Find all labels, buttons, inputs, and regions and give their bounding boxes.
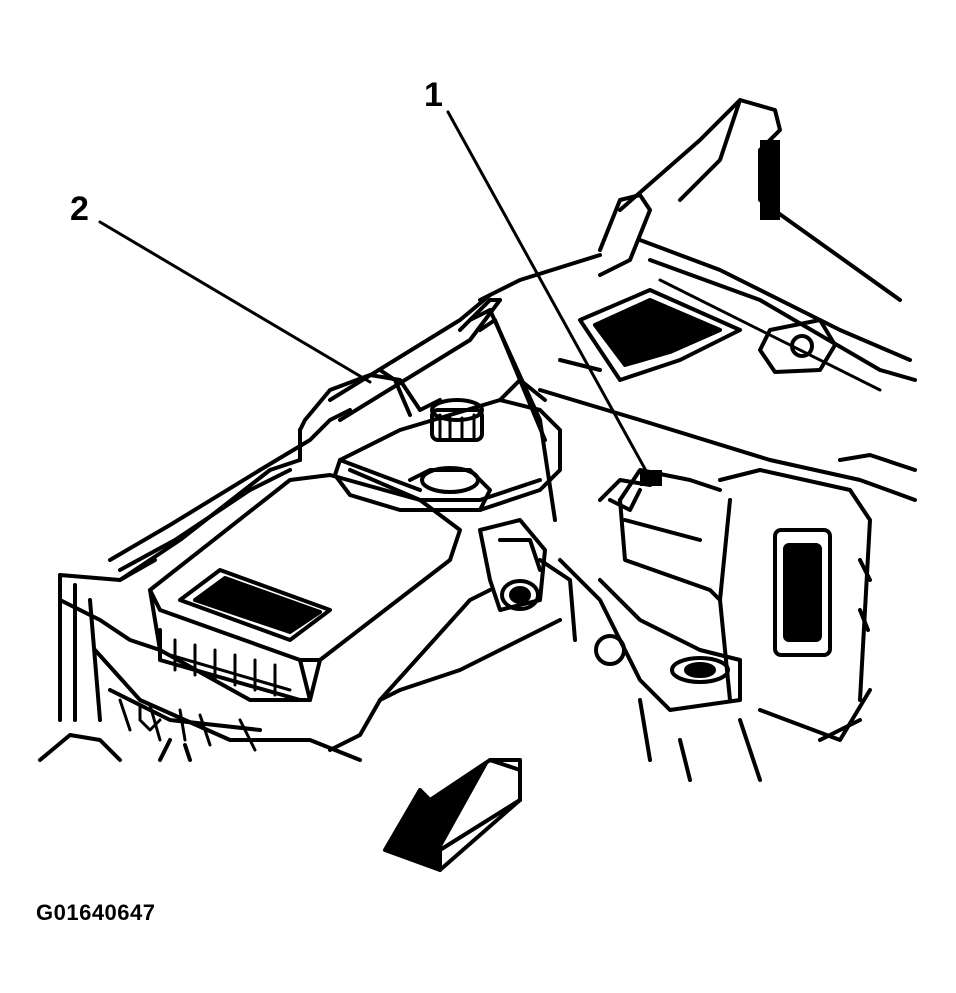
callout-label-2: 2: [70, 190, 89, 228]
fender-structure: [460, 100, 915, 780]
leader-line-1: [448, 112, 650, 478]
callout-label-1: 1: [424, 76, 443, 114]
battery-box: [150, 475, 460, 700]
figure-id: G01640647: [36, 900, 156, 925]
front-fender: [40, 295, 560, 760]
item-1-connector: [640, 470, 662, 486]
front-direction-arrow: [385, 760, 520, 870]
callout-leaders: [100, 112, 662, 486]
pump-motor: [480, 520, 575, 640]
leader-line-2: [100, 222, 370, 382]
